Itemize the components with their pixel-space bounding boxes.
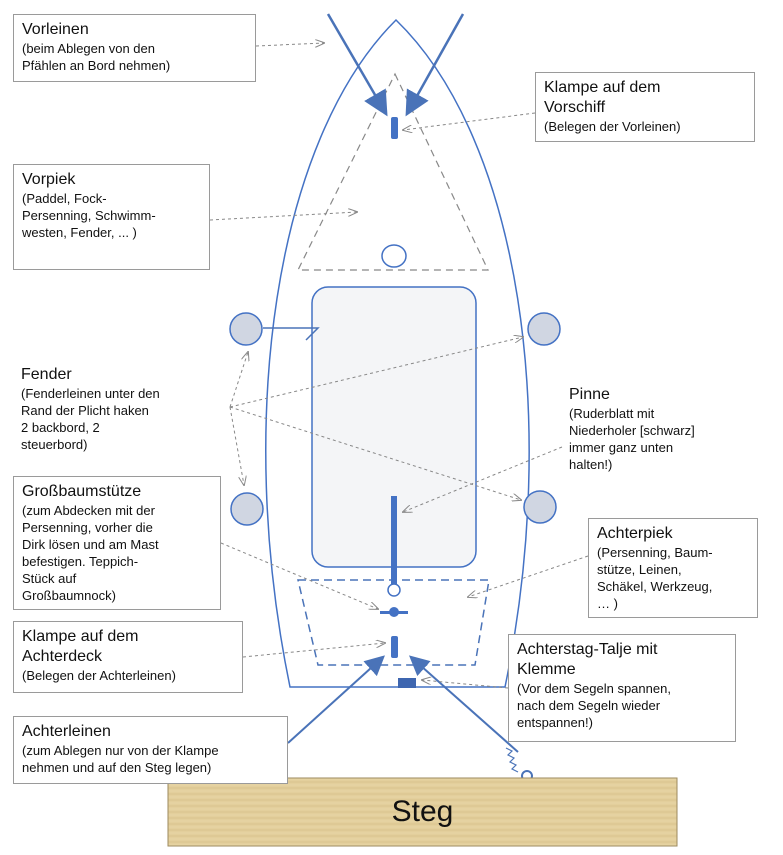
label-klampe-vorschiff-title: Klampe auf dem Vorschiff [544, 79, 661, 116]
label-grossbaumstuetze-title: Großbaumstütze [22, 483, 142, 500]
label-vorleinen-title: Vorleinen [22, 21, 89, 38]
hatch-circle [381, 244, 407, 268]
backstay-block [398, 678, 416, 688]
label-pinne-desc: (Ruderblatt mit Niederholer [schwarz] im… [569, 406, 695, 472]
tiller-end [387, 583, 401, 597]
label-vorleinen: Vorleinen (beim Ablegen von den Pfählen … [13, 14, 256, 82]
label-klampe-vorschiff-desc: (Belegen der Vorleinen) [544, 119, 681, 134]
label-pinne-title: Pinne [569, 386, 610, 403]
vorpiek-area [297, 72, 489, 271]
label-klampe-achterdeck-desc: (Belegen der Achterleinen) [22, 668, 176, 683]
label-achterpiek-desc: (Persenning, Baum- stütze, Leinen, Schäk… [597, 545, 713, 611]
steg-label: Steg [391, 795, 454, 828]
cleat-fore [391, 117, 398, 139]
label-achterstag-title: Achterstag-Talje mit Klemme [517, 641, 658, 678]
label-achterleinen: Achterleinen (zum Ablegen nur von der Kl… [13, 716, 288, 784]
label-grossbaumstuetze-desc: (zum Abdecken mit der Persenning, vorher… [22, 503, 159, 603]
label-achterpiek-title: Achterpiek [597, 525, 673, 542]
label-fender: Fender (Fenderleinen unter den Rand der … [13, 360, 233, 460]
fender-ar [523, 490, 557, 524]
fender-fr [527, 312, 561, 346]
achterpiek-area [297, 579, 490, 666]
label-pinne: Pinne (Ruderblatt mit Niederholer [schwa… [561, 380, 761, 485]
steg [167, 777, 678, 847]
label-achterleinen-title: Achterleinen [22, 723, 111, 740]
label-fender-desc: (Fenderleinen unter den Rand der Plicht … [21, 386, 160, 452]
fender-fl [229, 312, 263, 346]
label-achterpiek: Achterpiek (Persenning, Baum- stütze, Le… [588, 518, 758, 618]
label-grossbaumstuetze: Großbaumstütze (zum Abdecken mit der Per… [13, 476, 221, 610]
cleat-aft [391, 636, 398, 658]
label-achterstag-desc: (Vor dem Segeln spannen, nach dem Segeln… [517, 681, 671, 730]
label-vorpiek-title: Vorpiek [22, 171, 76, 188]
label-klampe-achterdeck-title: Klampe auf dem Achterdeck [22, 628, 139, 665]
label-achterstag: Achterstag-Talje mit Klemme (Vor dem Seg… [508, 634, 736, 742]
label-klampe-vorschiff: Klampe auf dem Vorschiff (Belegen der Vo… [535, 72, 755, 142]
tiller [391, 496, 397, 588]
label-vorleinen-desc: (beim Ablegen von den Pfählen an Bord ne… [22, 41, 171, 73]
label-vorpiek: Vorpiek (Paddel, Fock- Persenning, Schwi… [13, 164, 210, 270]
label-klampe-achterdeck: Klampe auf dem Achterdeck (Belegen der A… [13, 621, 243, 693]
label-achterleinen-desc: (zum Ablegen nur von der Klampe nehmen u… [22, 743, 219, 775]
label-fender-title: Fender [21, 366, 72, 383]
label-vorpiek-desc: (Paddel, Fock- Persenning, Schwimm- west… [22, 191, 156, 240]
fender-al [230, 492, 264, 526]
